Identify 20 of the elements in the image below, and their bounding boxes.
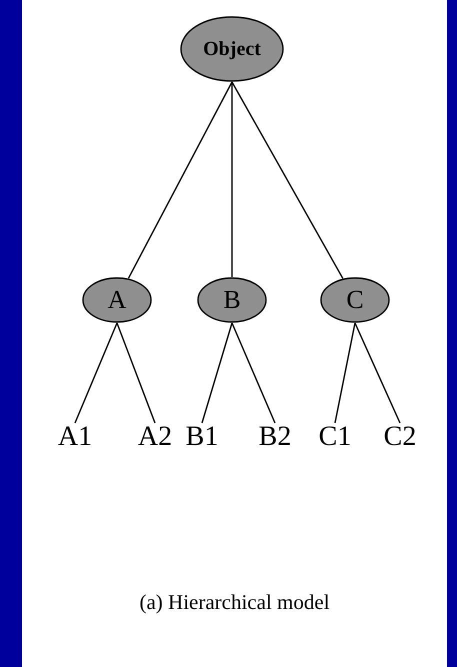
connector-line xyxy=(201,322,233,424)
connector-line xyxy=(334,322,356,424)
node-label: B1 xyxy=(186,421,218,453)
connector-line xyxy=(128,82,233,279)
node-label: Object xyxy=(203,38,261,60)
node-label: B2 xyxy=(258,421,292,453)
connector-line xyxy=(231,82,344,279)
connector-line xyxy=(354,322,401,424)
node-label: A1 xyxy=(58,421,92,453)
node-label: B xyxy=(223,285,241,315)
caption: (a) Hierarchical model xyxy=(139,590,330,614)
node-label: A2 xyxy=(138,421,172,453)
node-label: A xyxy=(108,285,126,315)
connector-line xyxy=(231,82,233,277)
connector-line xyxy=(231,322,276,424)
connector-line xyxy=(116,322,156,424)
node-label: C xyxy=(346,285,364,315)
connector-line xyxy=(74,322,118,424)
node-label: C1 xyxy=(318,421,352,453)
node-label: C2 xyxy=(384,421,416,453)
